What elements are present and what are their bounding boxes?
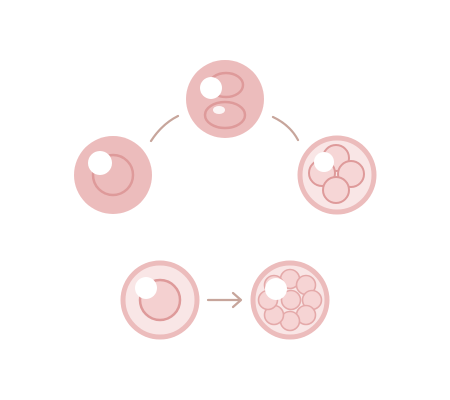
morula-icon (250, 260, 330, 340)
four-cell-embryo-icon (297, 135, 377, 215)
connector-left-arc (149, 114, 180, 143)
connector-right-arc (271, 115, 300, 142)
single-cell-icon (74, 136, 152, 214)
arrow-right-icon (206, 291, 243, 309)
early-cell-icon (120, 260, 200, 340)
two-cell-embryo-icon (186, 60, 264, 138)
